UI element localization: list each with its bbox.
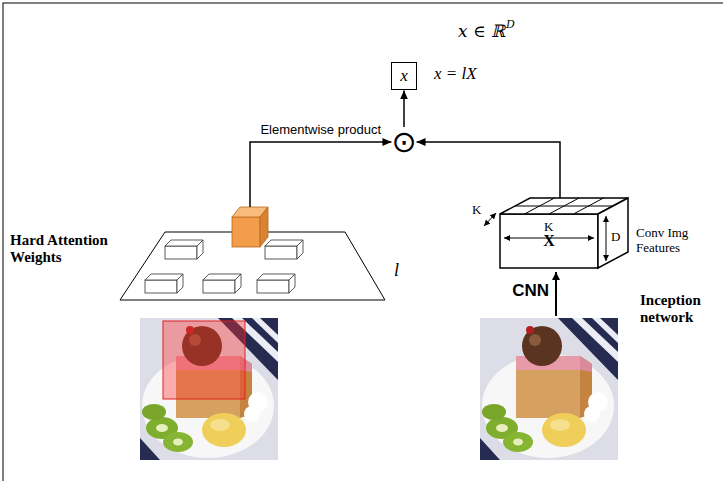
attention-formula: x = lX xyxy=(434,64,477,84)
input-image-attended xyxy=(140,318,278,460)
elementwise-product-operator: ⊙ xyxy=(391,127,416,157)
attention-region xyxy=(163,321,245,399)
node-text: Hard Attention Weights xyxy=(10,232,135,267)
input-image xyxy=(480,318,618,460)
channel-dimension: D xyxy=(611,230,620,245)
selected-weight-cube xyxy=(232,207,268,247)
page-frame xyxy=(3,3,723,481)
node-text: x xyxy=(400,66,408,86)
node-text: l xyxy=(394,260,399,281)
connector-arrow xyxy=(417,142,560,198)
cnn-label: CNN xyxy=(512,281,549,301)
width-dimension: K xyxy=(544,220,553,235)
edge-label: Elementwise product xyxy=(260,123,381,138)
network-caption: Inception network xyxy=(640,292,718,327)
vector-space-formula: x ∈ ℝ xyxy=(458,22,505,42)
connector-arrow xyxy=(403,90,405,127)
feature-tensor-cube xyxy=(484,198,628,268)
cnn-arrow xyxy=(555,272,557,316)
feature-tensor: X xyxy=(500,198,630,268)
feature-caption: Conv Img Features xyxy=(636,226,708,256)
node-text: ⊙ xyxy=(391,127,416,157)
attention-weights-plate: Hard Attention Weights l xyxy=(10,207,405,305)
dimension-superscript: D xyxy=(506,19,515,32)
depth-dimension: K xyxy=(472,203,481,218)
output-vector-box: x xyxy=(391,62,417,90)
node-text: X xyxy=(543,232,555,250)
connector-arrow xyxy=(250,142,391,207)
